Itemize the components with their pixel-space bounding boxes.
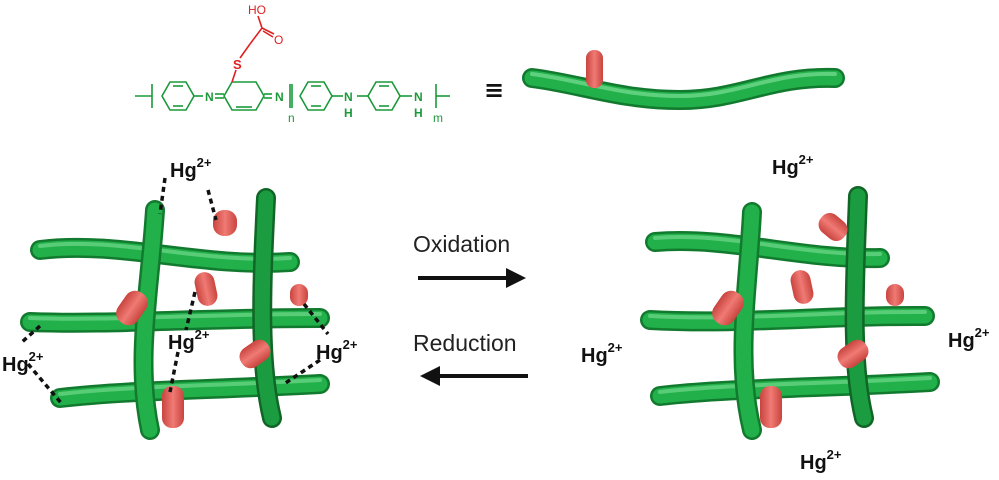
hg-symbol: Hg: [772, 157, 799, 179]
subscript-n: n: [288, 111, 295, 125]
pendants-right: [712, 213, 904, 428]
hg-charge: 2+: [607, 340, 623, 356]
hg-symbol: Hg: [800, 452, 827, 474]
hg-charge: 2+: [826, 447, 842, 463]
hg-charge: 2+: [194, 327, 210, 343]
atom-n-imine-1: N: [205, 90, 214, 104]
equivalent-symbol: ≡: [484, 76, 504, 104]
polymer-structure: [135, 81, 450, 111]
reduction-arrow: [420, 366, 528, 386]
hg-charge: 2+: [798, 152, 814, 168]
reduction-label: Reduction: [413, 330, 517, 356]
hg-ion-label: Hg2+: [316, 338, 358, 365]
atom-n-amine-2: N: [414, 90, 423, 104]
hg-symbol: Hg: [2, 354, 29, 376]
network-reduced: [20, 188, 330, 440]
hg-ion-label: Hg2+: [2, 350, 44, 377]
hg-ion-label: Hg2+: [772, 153, 814, 180]
pendants-left: [116, 210, 308, 428]
hg-symbol: Hg: [581, 345, 608, 367]
hg-ion-label: Hg2+: [800, 448, 842, 475]
network-oxidized: [640, 186, 940, 440]
hg-ion-label: Hg2+: [948, 326, 990, 353]
hg-symbol: Hg: [168, 332, 195, 354]
atom-h-amine-1: H: [344, 106, 353, 120]
subscript-m: m: [433, 111, 443, 125]
oxidation-label: Oxidation: [413, 231, 511, 257]
hg-symbol: Hg: [316, 342, 343, 364]
atom-h-amine-2: H: [414, 106, 423, 120]
hg-ion-label: Hg2+: [170, 156, 212, 183]
polymer-chain-model: [522, 50, 845, 111]
hg-ion-label: Hg2+: [168, 328, 210, 355]
carboxyl-side-chain: [231, 15, 275, 83]
hg-symbol: Hg: [948, 330, 975, 352]
atom-n-amine-1: N: [344, 90, 353, 104]
pendant-group: [586, 50, 603, 88]
atom-o-carbonyl: O: [274, 33, 283, 47]
oxidation-arrow: [418, 268, 526, 288]
hg-charge: 2+: [196, 155, 212, 171]
hg-charge: 2+: [28, 349, 44, 365]
hg-charge: 2+: [974, 325, 990, 341]
coordination-bonds: [20, 177, 330, 406]
atom-s: S: [233, 57, 242, 72]
atom-ho: HO: [248, 3, 266, 17]
hg-ion-label: Hg2+: [581, 341, 623, 368]
hg-charge: 2+: [342, 337, 358, 353]
atom-n-imine-2: N: [275, 90, 284, 104]
hg-symbol: Hg: [170, 160, 197, 182]
